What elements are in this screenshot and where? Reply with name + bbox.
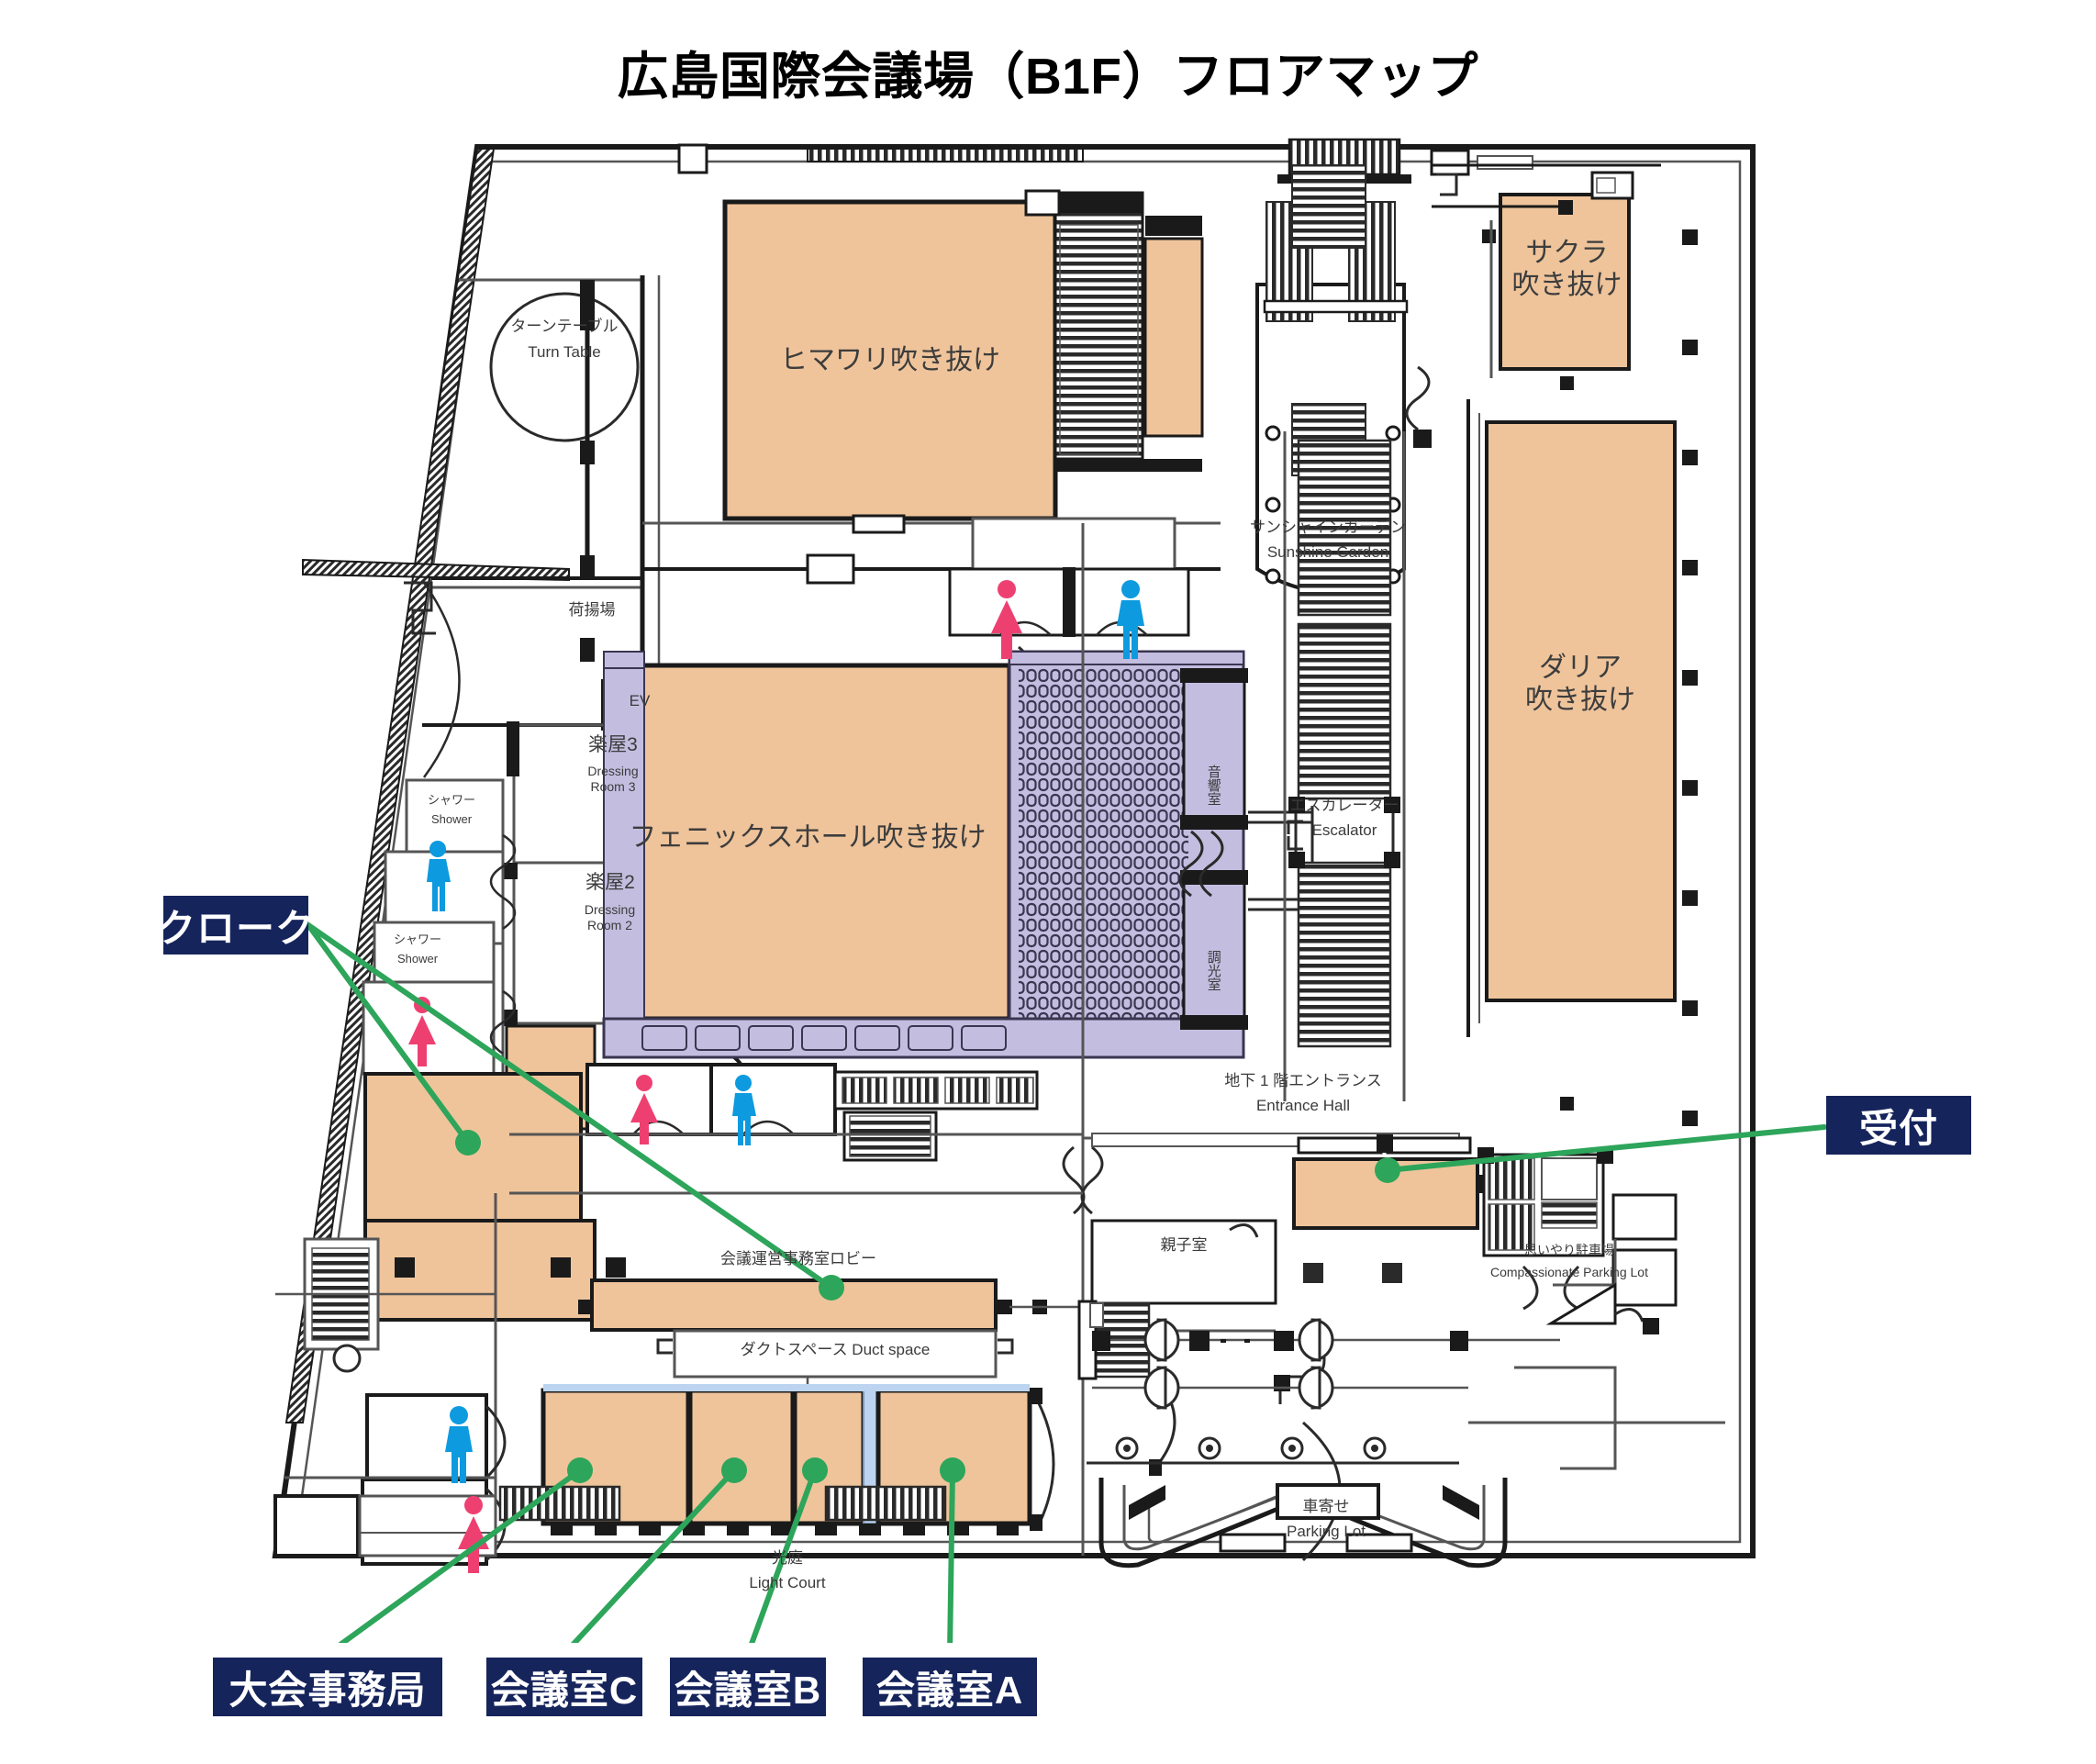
restroom-female-icon-mid xyxy=(630,1075,658,1144)
corridor-north xyxy=(642,514,1221,715)
callout-meeting-room-a[interactable]: 会議室A xyxy=(863,1658,1037,1716)
cloak-room-area[interactable] xyxy=(363,1072,596,1322)
callout-tournament-office[interactable]: 大会事務局 xyxy=(213,1658,442,1716)
phoenix-hall-seating xyxy=(602,650,1314,1059)
himawari-atrium xyxy=(722,189,1204,521)
callout-meeting-room-b[interactable]: 会議室B xyxy=(670,1658,826,1716)
restroom-male-icon-southwest xyxy=(445,1406,473,1483)
restroom-female-icon-north xyxy=(991,580,1022,659)
floor-map: ターンテーブル Turn Table 荷揚場 EV 楽屋3 Dressing R… xyxy=(0,138,2096,1643)
dahlia-atrium xyxy=(1466,399,1677,1037)
exterior-hatched-wall xyxy=(284,148,496,1423)
sakura-atrium xyxy=(1432,163,1661,378)
leader-dots xyxy=(455,1130,1400,1483)
page-title: 広島国際会議場（B1F）フロアマップ xyxy=(618,48,1478,105)
revolving-door-icons xyxy=(1143,1318,1334,1410)
restroom-male-icon-dressing xyxy=(427,841,451,911)
callout-meeting-room-c[interactable]: 会議室C xyxy=(486,1658,642,1716)
callout-meeting-room-c-label: 会議室C xyxy=(490,1668,639,1712)
callout-meeting-room-b-label: 会議室B xyxy=(674,1668,822,1712)
callout-reception[interactable]: 受付 xyxy=(1826,1096,1971,1155)
compassionate-parking xyxy=(1468,1193,1725,1470)
restroom-block-mid xyxy=(509,1063,1083,1162)
callout-cloak-label: クローク xyxy=(157,906,316,950)
restroom-male-icon-mid xyxy=(732,1075,756,1145)
restroom-male-icon-north xyxy=(1117,580,1144,659)
escalator xyxy=(1283,431,1406,1101)
driveway-loop xyxy=(1098,1478,1508,1569)
callout-tournament-office-label: 大会事務局 xyxy=(229,1668,427,1712)
callout-cloak[interactable]: クローク xyxy=(157,896,314,955)
phoenix-hall-atrium xyxy=(603,651,1012,1022)
callout-meeting-room-a-label: 会議室A xyxy=(875,1668,1024,1712)
callout-reception-label: 受付 xyxy=(1858,1106,1938,1150)
floor-map-svg xyxy=(272,138,1827,1643)
leader-lines xyxy=(306,922,1827,1643)
